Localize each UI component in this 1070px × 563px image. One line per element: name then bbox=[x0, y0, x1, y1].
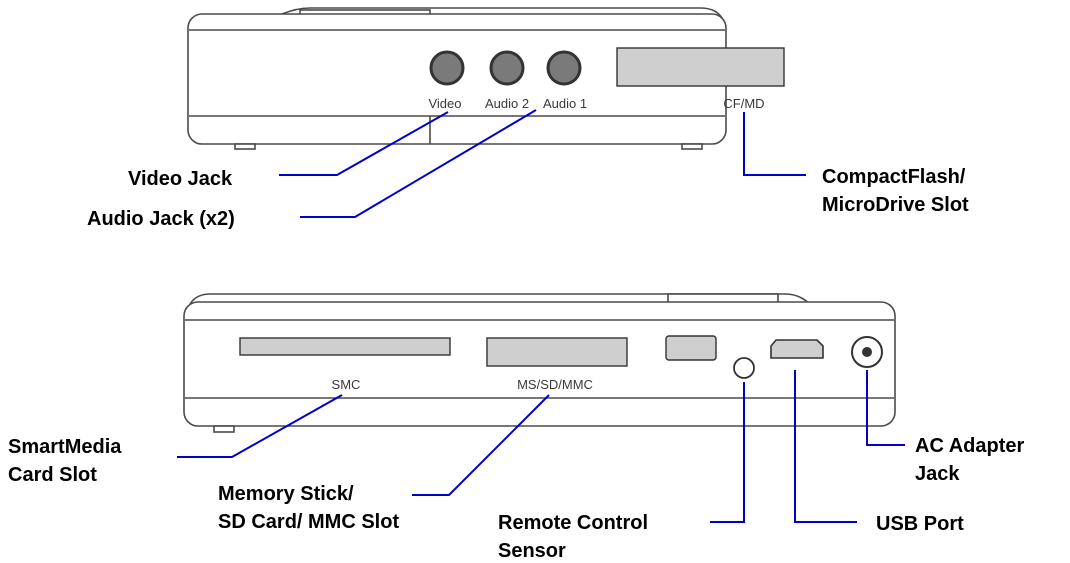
top-device: Video Audio 2 Audio 1 CF/MD Video Jack A… bbox=[87, 7, 969, 230]
port-label-smc: SMC bbox=[332, 377, 361, 392]
leader-compactflash bbox=[743, 112, 806, 176]
leader-audio-jack bbox=[300, 109, 537, 218]
callout-ac-line2: Jack bbox=[915, 463, 960, 485]
callout-audio-jack: Audio Jack (x2) bbox=[87, 208, 235, 230]
usb-port-icon bbox=[770, 339, 824, 359]
top-device-foot-right bbox=[681, 143, 703, 150]
callout-memorystick-line1: Memory Stick/ bbox=[218, 483, 354, 505]
port-label-ms-sd-mmc: MS/SD/MMC bbox=[517, 377, 593, 392]
leader-memorystick bbox=[412, 394, 550, 496]
callout-smartmedia-line1: SmartMedia bbox=[8, 436, 122, 458]
port-label-cf-md: CF/MD bbox=[723, 96, 764, 111]
audio1-jack-icon bbox=[546, 50, 582, 86]
ac-adapter-jack-pin-icon bbox=[862, 347, 872, 357]
top-device-foot-left bbox=[234, 143, 256, 150]
leader-video-jack bbox=[279, 111, 449, 176]
remote-sensor-icon bbox=[733, 357, 755, 379]
bottom-device: SMC MS/SD/MMC SmartMedia Card Slot Memor… bbox=[8, 293, 1024, 562]
callout-memorystick-line2: SD Card/ MMC Slot bbox=[218, 511, 399, 533]
bottom-device-foot-left bbox=[213, 425, 235, 433]
port-label-video: Video bbox=[428, 96, 461, 111]
callout-compactflash-line2: MicroDrive Slot bbox=[822, 194, 969, 216]
port-label-audio2: Audio 2 bbox=[485, 96, 529, 111]
ms-sd-mmc-slot bbox=[486, 337, 628, 367]
callout-remote-line2: Sensor bbox=[498, 540, 566, 562]
smc-slot bbox=[239, 337, 451, 356]
leader-usb-port bbox=[794, 370, 857, 523]
callout-video-jack: Video Jack bbox=[128, 168, 233, 190]
callout-smartmedia-line2: Card Slot bbox=[8, 464, 97, 486]
usb-like-port-left bbox=[665, 335, 717, 361]
callout-usb-port: USB Port bbox=[876, 513, 964, 535]
audio2-jack-icon bbox=[489, 50, 525, 86]
callout-compactflash-line1: CompactFlash/ bbox=[822, 166, 966, 188]
cf-md-slot bbox=[616, 47, 785, 87]
video-jack-icon bbox=[429, 50, 465, 86]
port-label-audio1: Audio 1 bbox=[543, 96, 587, 111]
leader-smartmedia bbox=[177, 394, 343, 458]
callout-remote-line1: Remote Control bbox=[498, 512, 648, 534]
callout-ac-line1: AC Adapter bbox=[915, 435, 1024, 457]
leader-remote-sensor bbox=[710, 382, 745, 523]
leader-ac-adapter bbox=[866, 370, 905, 446]
